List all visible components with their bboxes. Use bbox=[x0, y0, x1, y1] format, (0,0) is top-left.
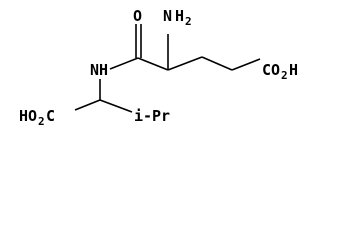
bond-valine-alpha-to-isopropyl bbox=[99, 99, 133, 113]
amine-subscript-label: 2 bbox=[185, 15, 192, 28]
isopropyl-label: i- Pr bbox=[134, 107, 170, 125]
bond-valine-alpha-to-acid bbox=[74, 99, 101, 111]
side-chain-acid-label: CO 2 H bbox=[262, 61, 298, 82]
terminal-acid-carbon-label: C bbox=[46, 107, 55, 125]
amide-nh-label: NH bbox=[90, 61, 108, 79]
amine-group-label: N H 2 bbox=[163, 7, 192, 28]
side-acid-subscript-label: 2 bbox=[281, 69, 288, 82]
side-acid-hydrogen-label: H bbox=[289, 61, 298, 79]
bond-carbonyl-to-alpha bbox=[137, 57, 169, 71]
bond-amide-n-to-carbonyl bbox=[109, 57, 139, 70]
carbonyl-oxygen-label: O bbox=[133, 7, 142, 25]
bond-carbon-to-side-acid bbox=[231, 58, 261, 71]
terminal-acid-ho-label: HO bbox=[19, 107, 37, 125]
terminal-acid-subscript-label: 2 bbox=[38, 115, 45, 128]
amine-hydrogen-label: H bbox=[175, 7, 184, 25]
terminal-acid-label: HO 2 C bbox=[19, 107, 55, 128]
skeletal-structure-diagram: O N H 2 CO 2 H NH HO 2 C i- Pr bbox=[19, 7, 298, 128]
amine-nitrogen-label: N bbox=[163, 7, 172, 25]
isopropyl-name-label: Pr bbox=[152, 107, 170, 125]
isopropyl-prefix-label: i- bbox=[134, 107, 152, 125]
side-acid-co-label: CO bbox=[262, 61, 280, 79]
bond-alpha-to-methylene bbox=[167, 56, 203, 71]
bond-methylene-to-carbon bbox=[201, 56, 233, 71]
